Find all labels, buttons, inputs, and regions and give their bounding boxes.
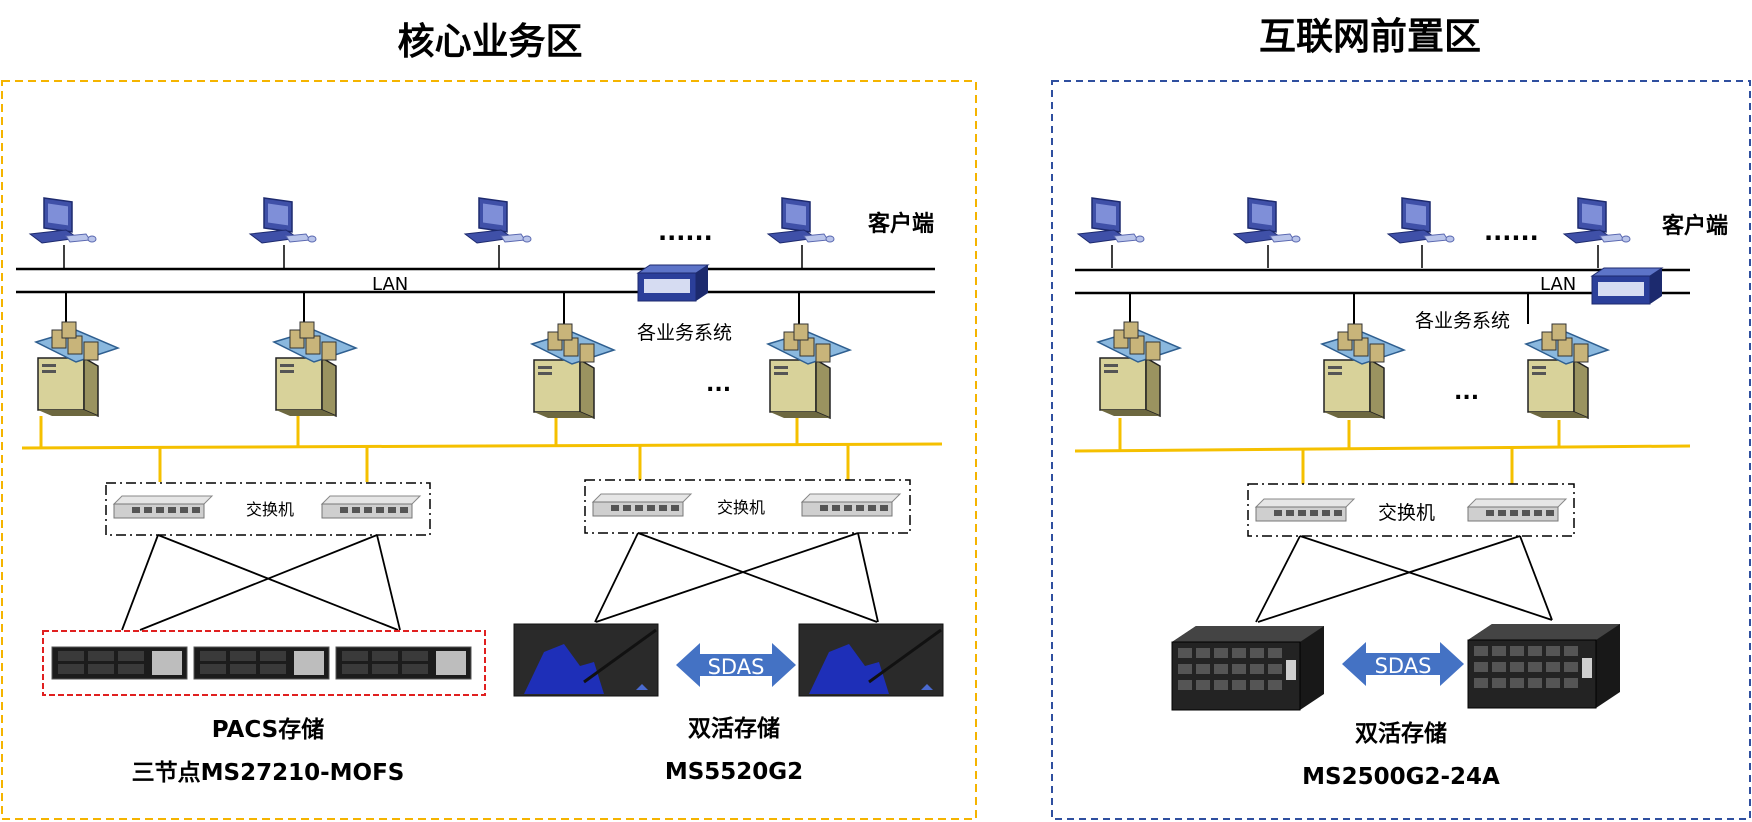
san-bus-internet <box>1074 418 1691 484</box>
active-storage-model: MS5520G2 <box>665 759 803 785</box>
switch-group-1 <box>105 482 431 536</box>
sdas-arrow <box>676 643 796 687</box>
network-switch-icon <box>592 493 692 517</box>
zone-title-internet: 互联网前置区 <box>1259 15 1481 58</box>
network-switch-icon <box>321 495 421 519</box>
storage-array-icon <box>1171 625 1325 711</box>
pacs-storage-title: PACS存储 <box>212 716 324 743</box>
core-zone-border <box>1 80 977 820</box>
fabric-links-core <box>121 532 879 631</box>
client-label: 客户端 <box>1662 213 1728 239</box>
ellipsis-clients: ...... <box>1484 218 1539 246</box>
server-icon <box>767 323 851 419</box>
internet-storage-title: 双活存储 <box>1355 720 1447 747</box>
switch-group-2 <box>584 479 911 534</box>
active-storage-title: 双活存储 <box>688 715 780 742</box>
server-icon <box>1321 323 1405 419</box>
network-switch-icon <box>1467 498 1567 522</box>
ellipsis-servers: ... <box>706 372 731 397</box>
desktop-computer-icon <box>767 197 835 244</box>
server-icon <box>273 321 357 417</box>
storage-array-icon <box>51 646 188 680</box>
storage-array-icon <box>797 622 945 698</box>
lan-label: LAN <box>372 274 408 295</box>
switch-label: 交换机 <box>1378 502 1435 524</box>
storage-array-icon <box>1467 623 1621 709</box>
storage-array-icon <box>335 646 472 680</box>
sdas-label: SDAS <box>708 655 765 679</box>
san-bus-core <box>21 416 943 482</box>
storage-array-icon <box>512 622 660 698</box>
sdas-arrow <box>1342 642 1464 686</box>
switch-group-3 <box>1247 483 1575 537</box>
pacs-storage-box <box>42 630 486 696</box>
zone-title-core: 核心业务区 <box>398 20 583 63</box>
client-row-internet <box>1077 197 1631 268</box>
server-icon <box>1097 321 1181 417</box>
router-icon <box>637 264 709 302</box>
router-icon <box>1591 267 1663 305</box>
server-icon <box>1525 323 1609 419</box>
server-icon <box>531 323 615 419</box>
business-systems-label: 各业务系统 <box>1415 310 1510 332</box>
internet-zone-border <box>1051 80 1751 820</box>
lan-label: LAN <box>1540 274 1576 295</box>
desktop-computer-icon <box>1077 197 1145 244</box>
desktop-computer-icon <box>464 197 532 244</box>
network-switch-icon <box>801 493 901 517</box>
pacs-storage-model: 三节点MS27210-MOFS <box>132 760 405 786</box>
switch-label: 交换机 <box>246 500 294 519</box>
business-systems-label: 各业务系统 <box>637 322 732 344</box>
ellipsis-servers: ... <box>1454 380 1479 405</box>
server-row-core <box>35 292 851 419</box>
client-label: 客户端 <box>868 211 934 237</box>
ellipsis-clients: ...... <box>658 218 713 246</box>
client-row-core <box>29 197 835 268</box>
sdas-label: SDAS <box>1375 654 1432 678</box>
desktop-computer-icon <box>1387 197 1455 244</box>
desktop-computer-icon <box>1233 197 1301 244</box>
storage-array-icon <box>193 646 330 680</box>
switch-label: 交换机 <box>717 498 765 517</box>
fabric-links-internet <box>1255 535 1553 623</box>
internet-storage-model: MS2500G2-24A <box>1302 764 1500 790</box>
desktop-computer-icon <box>249 197 317 244</box>
server-row-internet <box>1097 293 1609 419</box>
desktop-computer-icon <box>29 197 97 244</box>
desktop-computer-icon <box>1563 197 1631 244</box>
network-switch-icon <box>113 495 213 519</box>
network-switch-icon <box>1255 498 1355 522</box>
server-icon <box>35 321 119 417</box>
